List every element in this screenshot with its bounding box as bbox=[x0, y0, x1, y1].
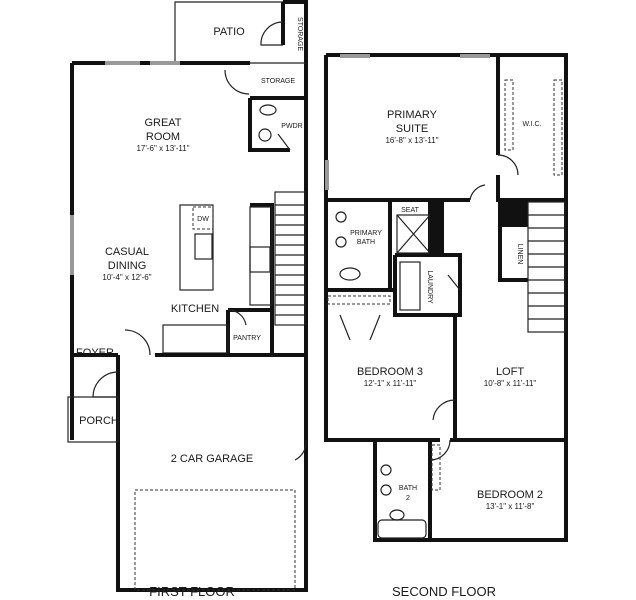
room-label-pwdr: PWDR bbox=[281, 123, 302, 130]
room-size-bedroom3: 12'-1" x 11'-11" bbox=[364, 379, 417, 388]
room-label-great-room: GREAT bbox=[144, 117, 181, 129]
sink-icon bbox=[335, 211, 347, 223]
room-label-linen: LINEN bbox=[516, 244, 523, 265]
label-dw: DW bbox=[197, 216, 209, 223]
closet-shelf bbox=[431, 444, 441, 491]
room-label-primary-bath: PRIMARY bbox=[350, 230, 382, 237]
room-label-bedroom2: BEDROOM 2 bbox=[477, 489, 543, 501]
cooktop-icon bbox=[249, 246, 271, 273]
bedroom-walls bbox=[326, 290, 566, 540]
toilet-icon bbox=[339, 267, 361, 281]
room-label-foyer: FOYER bbox=[76, 347, 114, 359]
room-label-wic: W.I.C. bbox=[522, 121, 541, 128]
room-label-casual-dining-2: DINING bbox=[108, 260, 147, 272]
wic-shelf bbox=[504, 79, 514, 151]
laundry-door bbox=[447, 274, 461, 291]
sink-icon bbox=[258, 128, 272, 142]
garage-entry-door bbox=[294, 439, 307, 461]
stairs bbox=[274, 191, 306, 326]
pantry-walls bbox=[226, 308, 274, 355]
counter bbox=[162, 324, 229, 354]
room-label-great-room-2: ROOM bbox=[146, 131, 180, 143]
storage-walls bbox=[281, 0, 308, 63]
front-door bbox=[92, 371, 119, 398]
kitchen-island bbox=[179, 204, 214, 291]
chase bbox=[500, 202, 528, 227]
closet-doors bbox=[339, 314, 381, 341]
toilet-icon bbox=[389, 509, 405, 521]
first-floor-plan: PATIO STORAGE STORAGE PWDR GREAT ROOM 17… bbox=[67, 0, 308, 599]
room-size-great-room: 17'-6" x 13'-11" bbox=[136, 144, 189, 153]
kitchen-wall bbox=[250, 203, 274, 310]
suite-door bbox=[469, 184, 486, 201]
storage-door bbox=[224, 62, 306, 95]
sink-icon bbox=[335, 236, 347, 248]
sink-icon bbox=[380, 464, 392, 476]
room-size-loft: 10'-8" x 11'-11" bbox=[484, 379, 537, 388]
pantry-door bbox=[227, 309, 247, 326]
room-label-bath2-2: 2 bbox=[406, 495, 410, 502]
wic-shelf bbox=[553, 79, 563, 176]
pwdr-door bbox=[277, 133, 291, 151]
bedroom2-door bbox=[429, 439, 451, 461]
chase bbox=[430, 202, 444, 255]
stairs bbox=[527, 201, 566, 333]
sink-icon bbox=[380, 484, 392, 496]
room-label-pantry: PANTRY bbox=[233, 335, 261, 342]
room-label-loft: LOFT bbox=[496, 366, 524, 378]
patio-door bbox=[260, 21, 284, 46]
wic-door bbox=[497, 154, 519, 176]
label-seat: SEAT bbox=[401, 207, 419, 214]
room-label-primary-bath-2: BATH bbox=[357, 239, 375, 246]
closet-shelf bbox=[327, 295, 391, 305]
room-label-primary-suite-2: SUITE bbox=[396, 123, 428, 135]
room-label-storage: STORAGE bbox=[261, 78, 295, 85]
bath-walls bbox=[326, 198, 470, 317]
room-label-laundry: LAUNDRY bbox=[426, 270, 433, 304]
room-size-casual-dining: 10'-4" x 12'-6" bbox=[102, 273, 151, 282]
room-label-garage: 2 CAR GARAGE bbox=[171, 453, 254, 465]
bathtub-icon bbox=[377, 519, 427, 539]
patio-outline bbox=[174, 1, 283, 63]
room-size-bedroom2: 13'-1" x 11'-8" bbox=[486, 502, 535, 511]
dishwasher bbox=[192, 206, 214, 230]
sink-icon bbox=[194, 233, 213, 260]
pwdr-walls bbox=[248, 63, 308, 325]
room-label-casual-dining: CASUAL bbox=[105, 246, 149, 258]
second-floor-caption: SECOND FLOOR bbox=[392, 584, 496, 599]
room-label-kitchen: KITCHEN bbox=[171, 303, 219, 315]
room-label-bath2: BATH bbox=[399, 485, 417, 492]
porch-outline bbox=[67, 396, 119, 443]
kitchen-counter bbox=[249, 206, 273, 306]
first-floor-caption: FIRST FLOOR bbox=[149, 584, 235, 599]
toilet-icon bbox=[259, 104, 277, 116]
garage-door bbox=[134, 489, 296, 591]
room-label-bedroom3: BEDROOM 3 bbox=[357, 366, 423, 378]
room-label-patio: PATIO bbox=[213, 26, 245, 38]
bedroom3-door bbox=[432, 399, 456, 421]
shower-icon bbox=[396, 214, 431, 254]
room-size-primary-suite: 16'-8" x 13'-11" bbox=[385, 136, 438, 145]
room-label-storage-top: STORAGE bbox=[296, 17, 303, 51]
foyer-door bbox=[124, 329, 151, 356]
room-label-porch: PORCH bbox=[79, 415, 119, 427]
garage-walls bbox=[72, 325, 308, 592]
second-floor-plan: PRIMARY SUITE 16'-8" x 13'-11" W.I.C. SE… bbox=[324, 53, 568, 599]
washer-dryer bbox=[399, 261, 421, 311]
room-label-primary-suite: PRIMARY bbox=[387, 109, 438, 121]
